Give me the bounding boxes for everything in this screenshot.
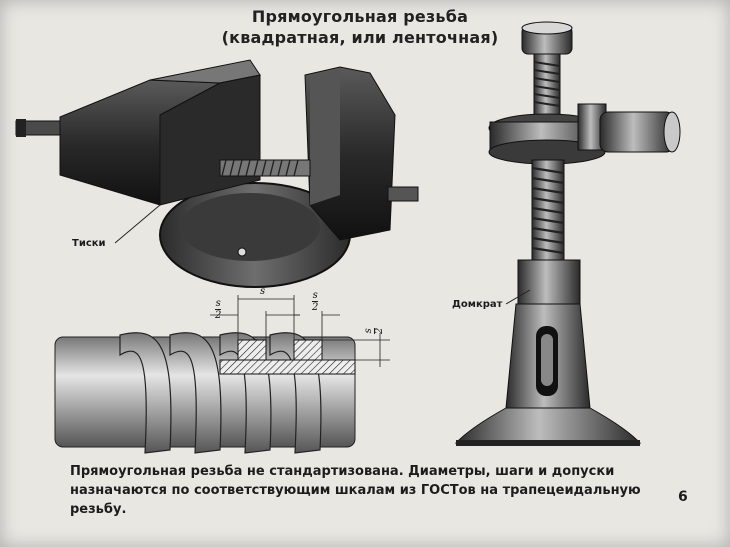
vise-illustration xyxy=(15,59,419,288)
dim-half-s-right-den: 2 xyxy=(312,301,319,313)
dim-half-s-right-num: s xyxy=(312,290,318,301)
slide-title: Прямоугольная резьба (квадратная, или ле… xyxy=(190,6,530,48)
page-number: 6 xyxy=(678,489,688,505)
dim-half-s-left: s 2 xyxy=(215,298,222,321)
vise-label: Тиски xyxy=(72,238,106,249)
title-line-2: (квадратная, или ленточная) xyxy=(221,28,499,47)
dim-half-s-left-num: s xyxy=(215,298,221,309)
dim-half-s-vertical: s 2 xyxy=(363,327,385,334)
jack-label: Домкрат xyxy=(452,299,503,310)
dim-half-s-right: s 2 xyxy=(312,290,319,313)
dim-half-s-vertical-den: 2 xyxy=(374,327,385,334)
dim-half-s-left-den: 2 xyxy=(215,309,222,321)
jack-illustration xyxy=(454,21,681,446)
dim-s: s xyxy=(260,286,266,297)
title-line-1: Прямоугольная резьба xyxy=(251,7,469,26)
caption-line-3: резьбу. xyxy=(70,502,127,517)
thread-diagram xyxy=(54,295,390,454)
caption-line-2: назначаются по соответствующим шкалам из… xyxy=(70,483,641,498)
caption-line-1: Прямоугольная резьба не стандартизована.… xyxy=(70,464,615,479)
dim-half-s-vertical-num: s xyxy=(363,328,374,334)
caption: Прямоугольная резьба не стандартизована.… xyxy=(70,462,660,519)
